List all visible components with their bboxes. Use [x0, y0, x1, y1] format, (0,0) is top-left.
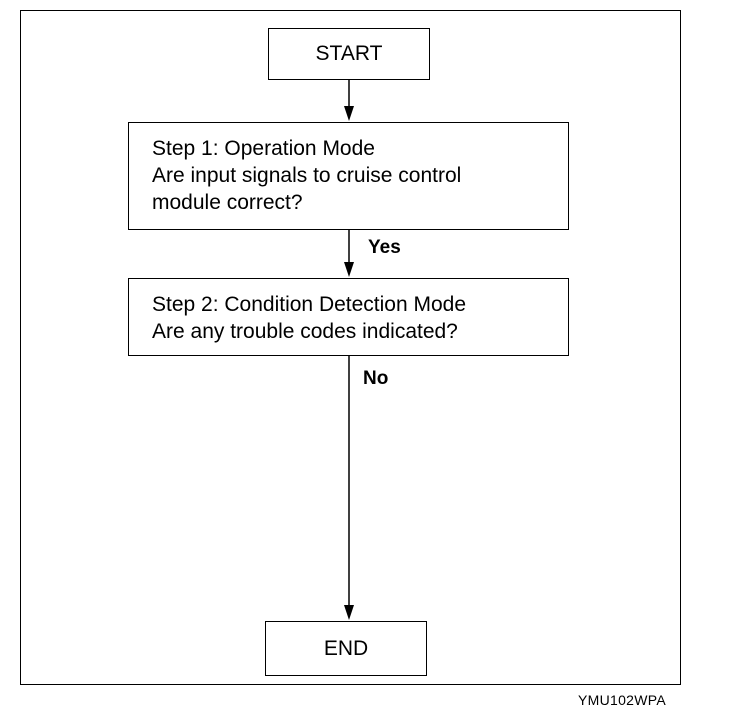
diagram-frame [20, 10, 681, 685]
step2-title: Step 2: Condition Detection Mode [152, 293, 467, 316]
arrowhead-step1 [344, 106, 354, 121]
end-label: END [323, 636, 369, 660]
step1-question-line1: Are input signals to cruise control [152, 164, 462, 187]
no-branch-label: No [363, 368, 389, 389]
start-label: START [315, 42, 383, 65]
step1-title: Step 1: Operation Mode [152, 137, 375, 160]
arrowhead-step2 [344, 262, 354, 277]
step1-question-line2: module correct? [152, 191, 303, 214]
arrowhead-end [344, 605, 354, 620]
end-terminal: END [265, 621, 427, 676]
figure-code: YMU102WPA [578, 692, 667, 708]
step2-question: Are any trouble codes indicated? [152, 320, 458, 343]
step2-process-box: Step 2: Condition Detection Mode Are any… [128, 278, 569, 356]
step1-process-box: Step 1: Operation Mode Are input signals… [128, 122, 569, 230]
start-terminal: START [268, 28, 430, 80]
yes-branch-label: Yes [368, 237, 401, 258]
